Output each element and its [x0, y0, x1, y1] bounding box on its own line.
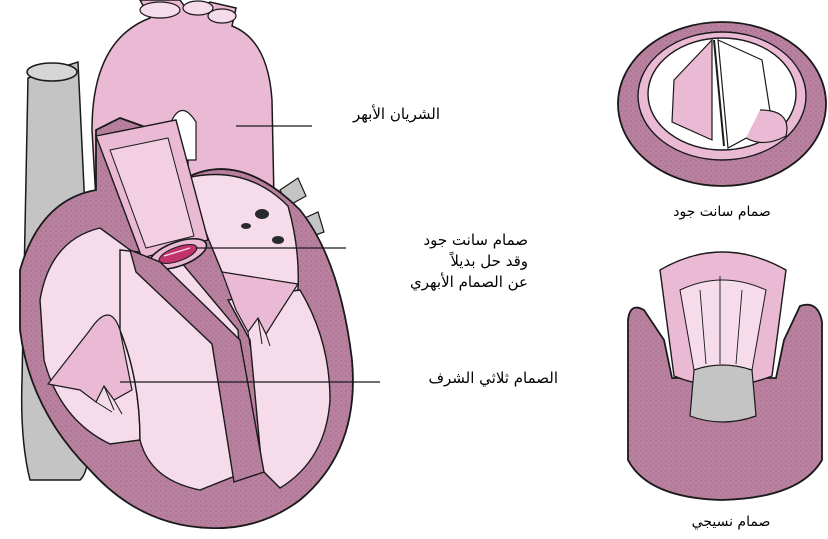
- st-jude-replacement-label: صمام سانت جود وقد حل بديلاً عن الصمام ال…: [352, 230, 528, 293]
- mitral-valve: [221, 271, 300, 347]
- st-jude-replacement-line-2: وقد حل بديلاً: [450, 252, 528, 270]
- tissue-valve-illustration: [627, 251, 823, 501]
- leader-lines: [120, 125, 380, 383]
- tricuspid-valve: [46, 314, 133, 415]
- aorta-label: الشريان الأبهر: [352, 105, 440, 123]
- implanted-st-jude-valve: [148, 237, 208, 271]
- st-jude-valve-illustration: [617, 21, 827, 187]
- interventricular-septum: [128, 248, 265, 483]
- st-jude-valve-caption: صمام سانت جود: [673, 204, 771, 220]
- left-heart-chamber: [185, 173, 331, 489]
- st-jude-replacement-line-1: صمام سانت جود: [423, 231, 528, 249]
- st-jude-replacement-line-3: عن الصمام الأبهري: [409, 273, 528, 291]
- tricuspid-label: الصمام ثلاثي الشرف: [428, 369, 558, 387]
- tissue-valve-caption: صمام نسيجي: [691, 514, 771, 530]
- ascending-aorta-tube: [95, 119, 209, 259]
